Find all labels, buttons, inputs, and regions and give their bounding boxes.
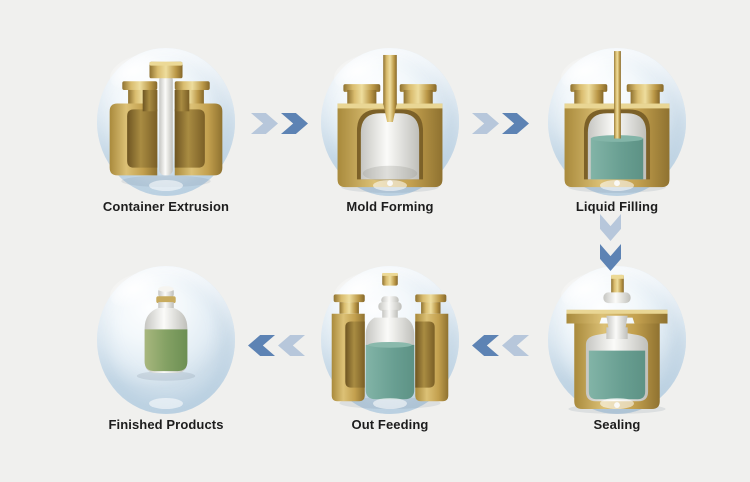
chevron-light-icon — [278, 335, 305, 356]
liquid-filling-illustration — [564, 51, 670, 193]
stage-container-extrusion: Container Extrusion — [96, 48, 236, 214]
stage-label: Mold Forming — [346, 199, 434, 214]
bubble — [548, 48, 686, 196]
stage-label: Container Extrusion — [102, 199, 230, 214]
out-feeding-illustration — [331, 272, 449, 409]
bubble — [548, 266, 686, 414]
stage-sealing: Sealing — [547, 266, 687, 432]
sealing-illustration — [566, 274, 668, 414]
arrow-right-extrusion-to-molding — [251, 113, 308, 134]
stage-label: Liquid Filling — [575, 199, 659, 214]
chevron-light-icon — [251, 113, 278, 134]
stage-liquid-filling: Liquid Filling — [547, 48, 687, 214]
bubble — [321, 266, 459, 414]
arrow-left-sealing-to-outfeeding — [472, 335, 529, 356]
chevron-dark-icon — [502, 113, 529, 134]
bubble — [97, 266, 235, 414]
stage-label: Out Feeding — [351, 417, 429, 432]
stage-finished-products: Finished Products — [96, 266, 236, 432]
bubble — [97, 48, 235, 196]
finished-products-illustration — [136, 286, 196, 381]
chevron-dark-icon — [472, 335, 499, 356]
arrow-right-molding-to-filling — [472, 113, 529, 134]
chevron-light-icon — [472, 113, 499, 134]
arrow-left-outfeeding-to-finished — [248, 335, 305, 356]
chevron-dark-icon — [600, 244, 621, 271]
chevron-dark-icon — [281, 113, 308, 134]
stage-label: Finished Products — [108, 417, 224, 432]
container-extrusion-illustration — [109, 61, 223, 188]
bubble — [321, 48, 459, 196]
chevron-dark-icon — [248, 335, 275, 356]
mold-forming-illustration — [337, 54, 443, 193]
chevron-light-icon — [502, 335, 529, 356]
chevron-light-icon — [600, 214, 621, 241]
arrow-down-filling-to-sealing — [600, 214, 621, 271]
stage-out-feeding: Out Feeding — [320, 266, 460, 432]
stage-label: Sealing — [593, 417, 641, 432]
stage-mold-forming: Mold Forming — [320, 48, 460, 214]
